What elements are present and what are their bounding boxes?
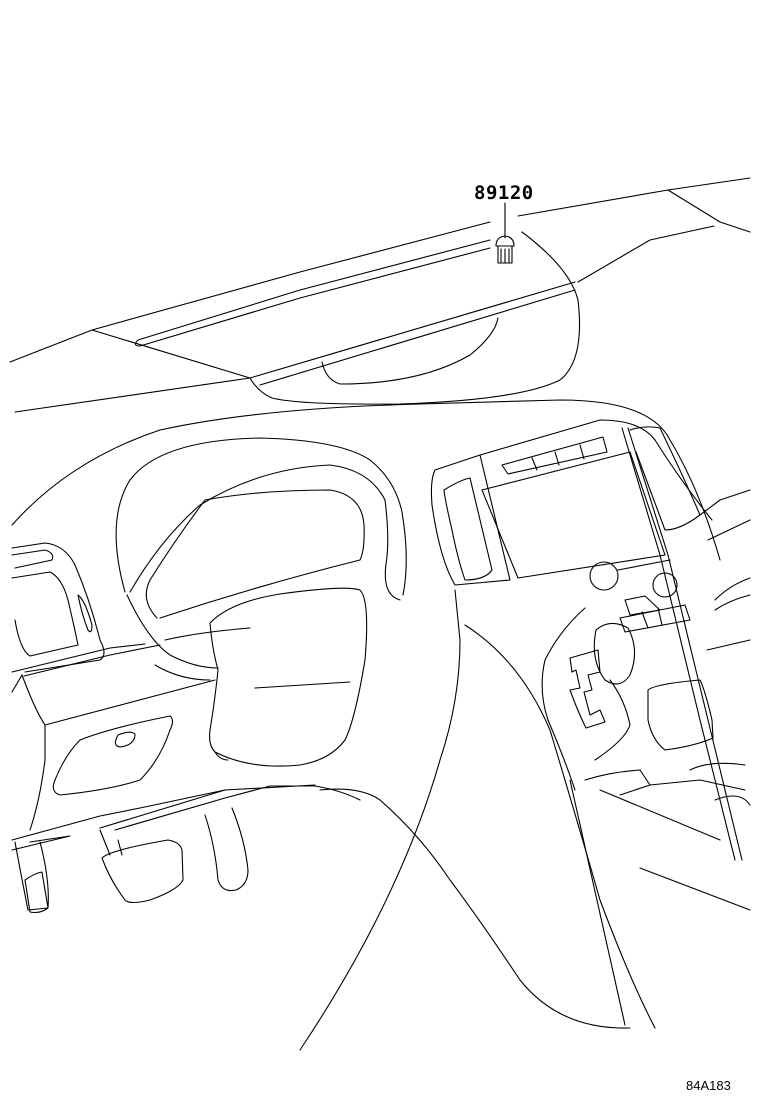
knee-panel-line [44,679,216,726]
right-vent [714,577,751,611]
cupholder-right [689,762,751,806]
console-floor-right [639,867,751,911]
lower-pocket [52,715,174,796]
lower-center-panel [647,679,714,751]
right-dash-side [699,489,751,541]
cluster-lower-edge [126,594,219,669]
climate-lower-buttons [619,604,691,633]
steering-column-shroud [154,664,211,681]
climate-knob-right [652,572,678,598]
console-right-edge [569,779,626,1026]
left-pedal [14,841,49,914]
right-center-vent [629,426,701,531]
sensor-body [497,245,513,264]
part-number-callout: 89120 [474,182,534,204]
left-panel-edge [11,643,161,677]
figure-code: 84A183 [686,1078,731,1093]
left-lower-panel [21,674,46,831]
left-vent-knob [77,594,93,633]
dash-right-fold [667,189,751,233]
shift-gate [569,649,606,729]
cluster-hood-outer [11,399,721,561]
dash-underside [319,788,631,1029]
dash-front-line-2 [259,289,576,386]
under-dash-edge [164,627,351,689]
center-stack-right-edge-2 [627,427,743,861]
center-tunnel-left [299,589,461,1051]
dash-lower-edge [14,377,251,413]
brake-pedal [99,829,184,904]
sensor-cap [495,235,515,247]
dash-right-surface [577,225,715,283]
left-lower-trim [11,674,23,693]
cupholder-area [584,769,746,841]
climate-button-panel [617,559,671,616]
glovebox-recess [321,317,499,385]
left-center-vent [443,477,493,581]
climate-knob-left [589,561,619,591]
console-side [541,607,586,791]
lower-pocket-tab [114,731,136,748]
left-vent-outer [11,542,105,673]
lower-dash-line [139,784,316,809]
dash-top-edge-right [517,177,751,217]
cluster-display [145,489,365,619]
left-vent-inner [11,549,54,569]
cluster-hood [115,437,407,596]
display-screen [481,451,666,579]
left-vent-grille [11,571,79,657]
shift-knob [593,622,636,685]
defroster-vent [134,239,491,347]
dash-front-line [91,281,576,379]
accelerator-pedal [204,807,249,892]
shift-base [594,679,631,761]
hood-bulge [249,231,581,405]
center-stack-right-edge [621,427,736,861]
pedal-bracket-line [11,807,141,851]
right-panel-line [706,639,751,651]
hazard-button-row [501,436,608,475]
dash-top-edge [9,221,491,363]
center-console-panel [479,419,713,521]
steering-wheel-hub [209,587,368,767]
steering-hub-lower [214,751,229,761]
tunnel-curve [464,624,656,1029]
center-stack-left [430,454,511,586]
cluster-bezel [129,464,401,601]
